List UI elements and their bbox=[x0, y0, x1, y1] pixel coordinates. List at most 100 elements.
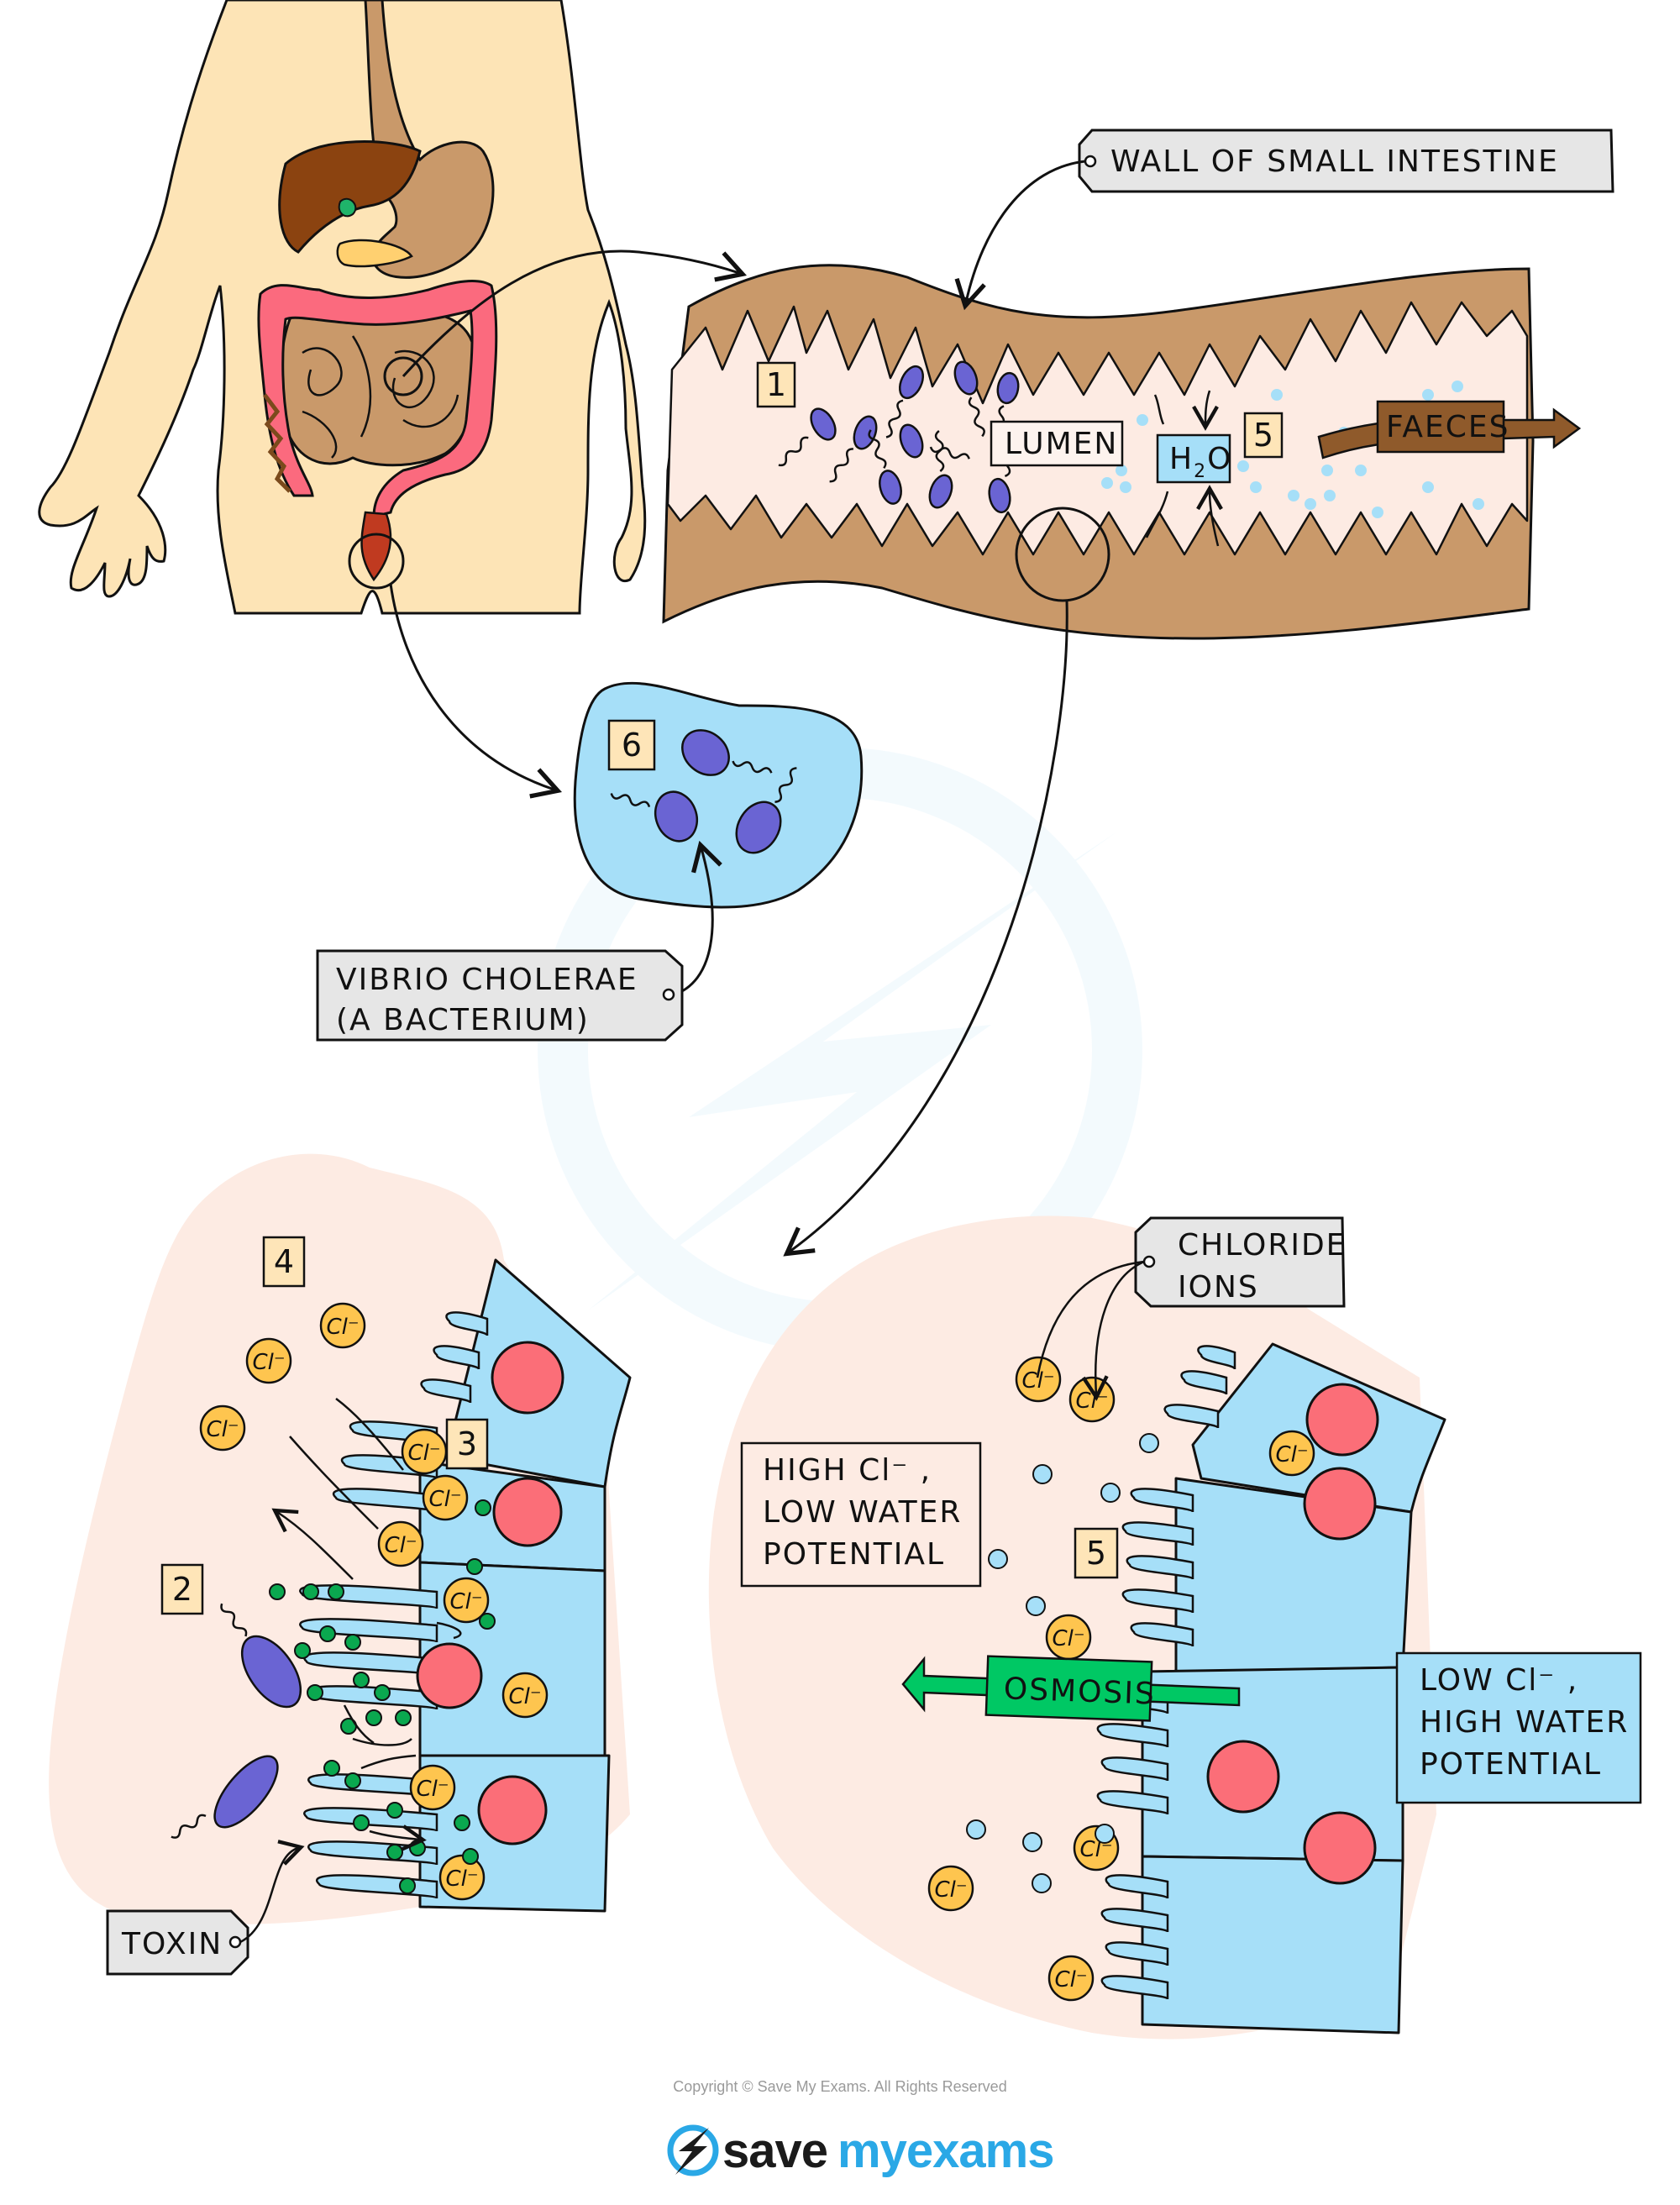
water-droplet bbox=[1271, 389, 1283, 401]
high-cl-line1: HIGH Cl⁻ , bbox=[763, 1453, 932, 1488]
chloride-ion-label: Cl⁻ bbox=[445, 1866, 478, 1892]
water-droplet bbox=[1116, 465, 1127, 476]
toxin-molecule bbox=[344, 1772, 361, 1789]
step-2-badge: 2 bbox=[160, 1563, 204, 1615]
nucleus bbox=[492, 1477, 563, 1547]
flagellum bbox=[610, 793, 651, 808]
toxin-molecule bbox=[353, 1672, 370, 1688]
step-3-number: 3 bbox=[457, 1425, 477, 1462]
microvillus bbox=[299, 1618, 438, 1644]
microvillus bbox=[1197, 1345, 1236, 1371]
toxin-molecule bbox=[374, 1684, 391, 1701]
chloride-ion: Cl⁻ bbox=[443, 1577, 490, 1624]
bacterium-body bbox=[928, 474, 953, 509]
bacterium bbox=[171, 1755, 279, 1839]
intestine-section: 1 LUMEN H2O 5 FAECES bbox=[662, 264, 1582, 1257]
bacterium-body bbox=[953, 360, 979, 396]
rectum bbox=[360, 511, 392, 582]
toxin-text: TOXIN bbox=[121, 1927, 223, 1961]
bacterium bbox=[220, 1603, 302, 1709]
bacterium-body bbox=[988, 477, 1011, 514]
flagellum bbox=[934, 430, 945, 472]
bacterium bbox=[928, 430, 953, 509]
microvillus bbox=[303, 1651, 438, 1677]
water-o: O bbox=[1207, 442, 1232, 476]
high-cl-label: HIGH Cl⁻ , LOW WATER POTENTIAL bbox=[740, 1441, 982, 1588]
chloride-ion-label: Cl⁻ bbox=[407, 1441, 440, 1466]
water-h: H bbox=[1169, 442, 1194, 476]
microvillus bbox=[1100, 1908, 1169, 1934]
chloride-ion: Cl⁻ bbox=[927, 1865, 974, 1912]
water-label: H2O bbox=[1156, 433, 1232, 484]
liver bbox=[278, 140, 422, 254]
toxin-molecule bbox=[323, 1760, 340, 1777]
chloride-ion: Cl⁻ bbox=[438, 1854, 486, 1901]
chloride-ion-label: Cl⁻ bbox=[428, 1487, 461, 1512]
step-2-number: 2 bbox=[172, 1571, 192, 1608]
toxin-molecule bbox=[294, 1642, 311, 1659]
step-5-badge-intestine: 5 bbox=[1243, 412, 1284, 459]
toxin-molecule bbox=[365, 1709, 382, 1726]
chloride-ion-label: Cl⁻ bbox=[1054, 1967, 1087, 1992]
bacterium bbox=[899, 423, 970, 459]
microvillus bbox=[1096, 1790, 1169, 1816]
arrows-chloride-label bbox=[1036, 1260, 1145, 1394]
intestine-magnify-circle bbox=[1015, 507, 1110, 602]
vibrio-line1: VIBRIO CHOLERAE bbox=[336, 963, 638, 997]
wall-of-small-intestine-tag: WALL OF SMALL INTESTINE bbox=[1078, 129, 1614, 193]
bacterium-body bbox=[810, 407, 837, 441]
lumen-label: LUMEN bbox=[990, 420, 1124, 467]
arrow-toxin-label bbox=[239, 1840, 305, 1944]
vibrio-line2: (A BACTERIUM) bbox=[336, 1003, 590, 1037]
toxin-molecule bbox=[479, 1613, 496, 1630]
appendix bbox=[263, 393, 291, 493]
bacterium-body bbox=[879, 470, 902, 505]
copyright-notice: Copyright © Save My Exams. All Rights Re… bbox=[673, 2078, 1007, 2095]
logo-myexams-text: myexams bbox=[837, 2123, 1054, 2178]
chloride-ion-label: Cl⁻ bbox=[384, 1533, 417, 1558]
water-molecule bbox=[988, 1549, 1008, 1569]
high-cl-line2: LOW WATER bbox=[763, 1495, 962, 1530]
rectum-magnify-circle bbox=[348, 533, 405, 590]
bacterium-body bbox=[735, 801, 782, 854]
epithelium-toxin-panel: Cl⁻Cl⁻Cl⁻Cl⁻Cl⁻Cl⁻Cl⁻Cl⁻Cl⁻Cl⁻ 4 3 2 bbox=[49, 1153, 632, 1924]
toxin-molecule bbox=[386, 1844, 403, 1861]
water-droplet bbox=[1422, 389, 1434, 401]
water-molecule bbox=[1026, 1596, 1046, 1616]
water-molecule bbox=[1095, 1824, 1115, 1844]
toxin-molecule bbox=[344, 1634, 361, 1651]
chloride-line2: IONS bbox=[1178, 1270, 1259, 1305]
bacterium bbox=[681, 729, 773, 776]
chloride-ion: Cl⁻ bbox=[1268, 1430, 1315, 1477]
nucleus bbox=[491, 1341, 564, 1415]
water-molecule bbox=[1032, 1464, 1053, 1484]
chloride-exit-arrows bbox=[277, 1398, 404, 1580]
chloride-ion: Cl⁻ bbox=[1045, 1614, 1092, 1661]
water-droplet bbox=[1237, 460, 1249, 472]
water-droplet bbox=[1101, 477, 1113, 489]
chloride-ion-label: Cl⁻ bbox=[934, 1877, 967, 1903]
bacterium bbox=[829, 415, 878, 483]
epithelial-cell bbox=[1163, 1342, 1446, 1514]
toxin-molecule bbox=[319, 1625, 336, 1642]
bacterium bbox=[953, 360, 985, 438]
toxin-molecule bbox=[353, 1814, 370, 1831]
water-molecule bbox=[1022, 1832, 1042, 1852]
low-cl-line1: LOW Cl⁻ , bbox=[1420, 1663, 1578, 1698]
pancreas bbox=[336, 239, 413, 268]
water-droplet bbox=[1250, 481, 1262, 493]
small-intestine-coils bbox=[302, 335, 459, 459]
large-intestine bbox=[257, 280, 498, 518]
water-droplet bbox=[1305, 498, 1316, 510]
bacterium bbox=[735, 767, 797, 854]
faeces-text: FAECES bbox=[1386, 410, 1510, 444]
bacterium-body bbox=[853, 415, 878, 450]
microvillus bbox=[1180, 1370, 1228, 1396]
microvillus bbox=[1100, 1975, 1169, 2001]
step-6-badge: 6 bbox=[607, 719, 656, 771]
flagellum bbox=[732, 760, 773, 774]
bacterium-body bbox=[213, 1755, 279, 1829]
chloride-line1: CHLORIDE bbox=[1178, 1228, 1347, 1263]
water-droplet bbox=[1422, 481, 1434, 493]
faeces-arrow: FAECES bbox=[1317, 400, 1582, 459]
